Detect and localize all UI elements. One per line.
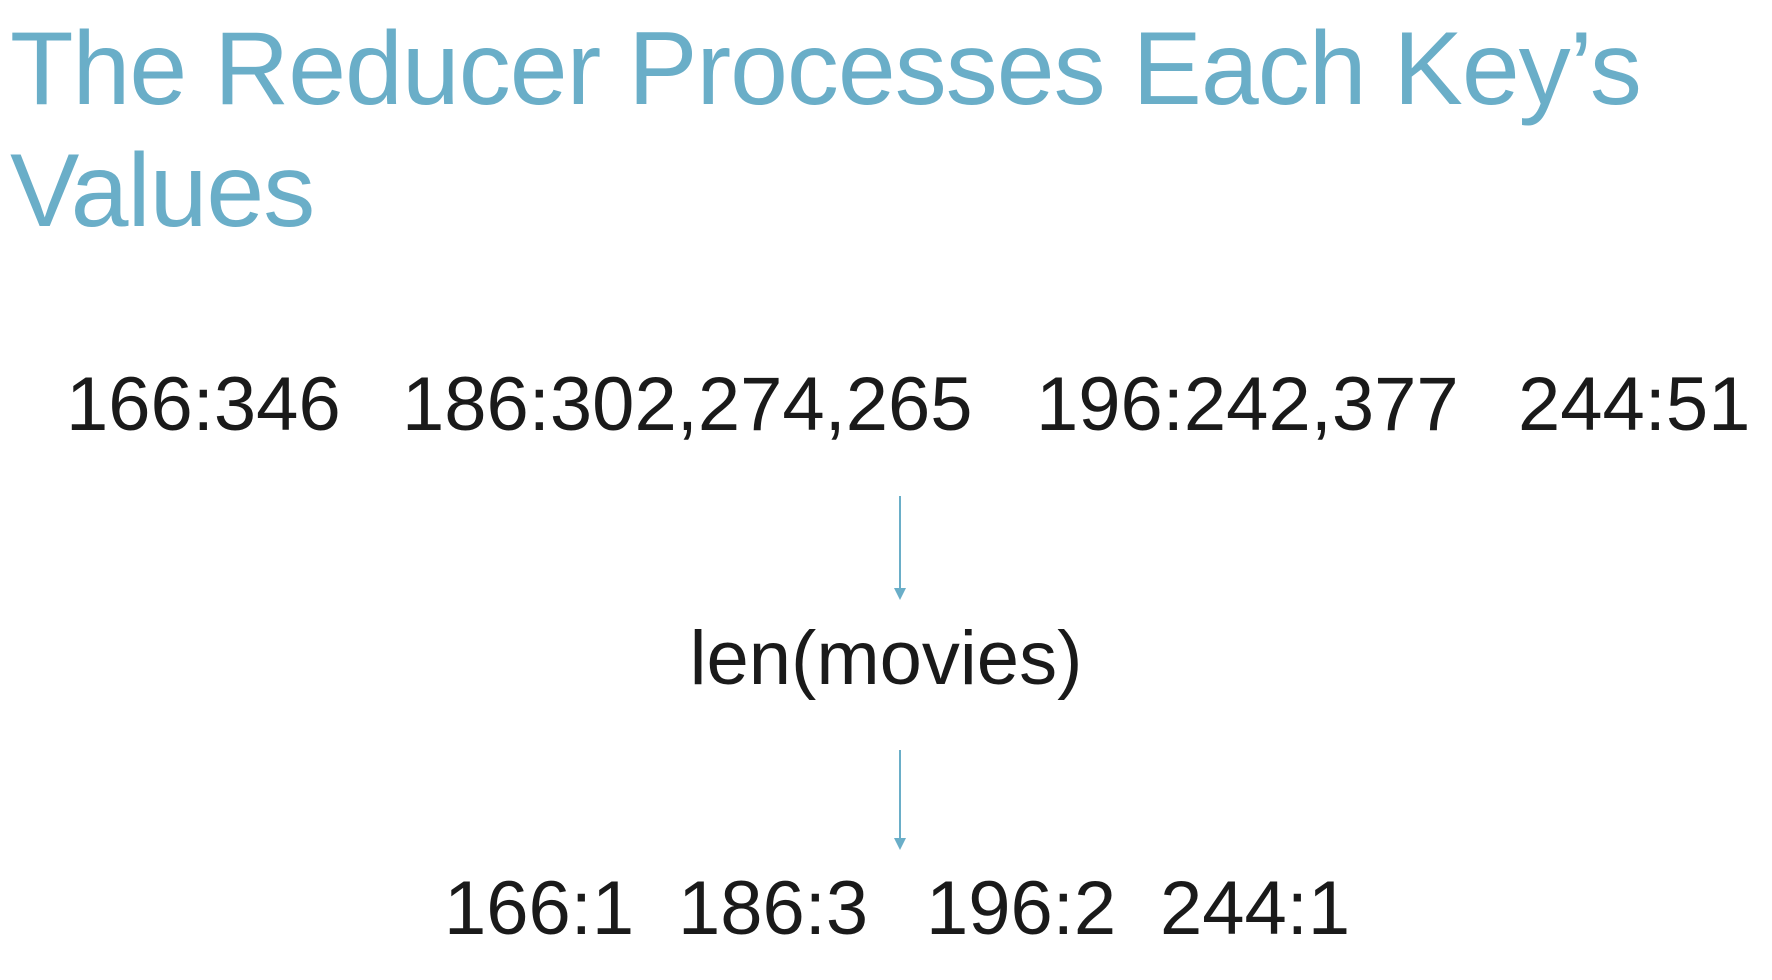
output-pair-196: 196:2 (926, 866, 1117, 951)
input-pair-244: 244:51 (1518, 362, 1751, 447)
slide-title: The Reducer Processes Each Key’s Values (10, 11, 1642, 249)
reducer-input-row: 166:346 186:302,274,265 196:242,377 244:… (0, 360, 1772, 450)
input-pair-166: 166:346 (66, 362, 341, 447)
input-pair-186: 186:302,274,265 (402, 362, 973, 447)
down-arrow-icon (893, 496, 907, 600)
output-pair-244: 244:1 (1160, 866, 1351, 951)
output-pair-166: 166:1 (444, 866, 635, 951)
reducer-output-row: 166:1 186:3 196:2 244:1 (0, 864, 1772, 954)
input-pair-196: 196:242,377 (1036, 362, 1459, 447)
output-pair-186: 186:3 (678, 866, 869, 951)
down-arrow-icon (893, 750, 907, 850)
reducer-function: len(movies) (689, 616, 1083, 701)
